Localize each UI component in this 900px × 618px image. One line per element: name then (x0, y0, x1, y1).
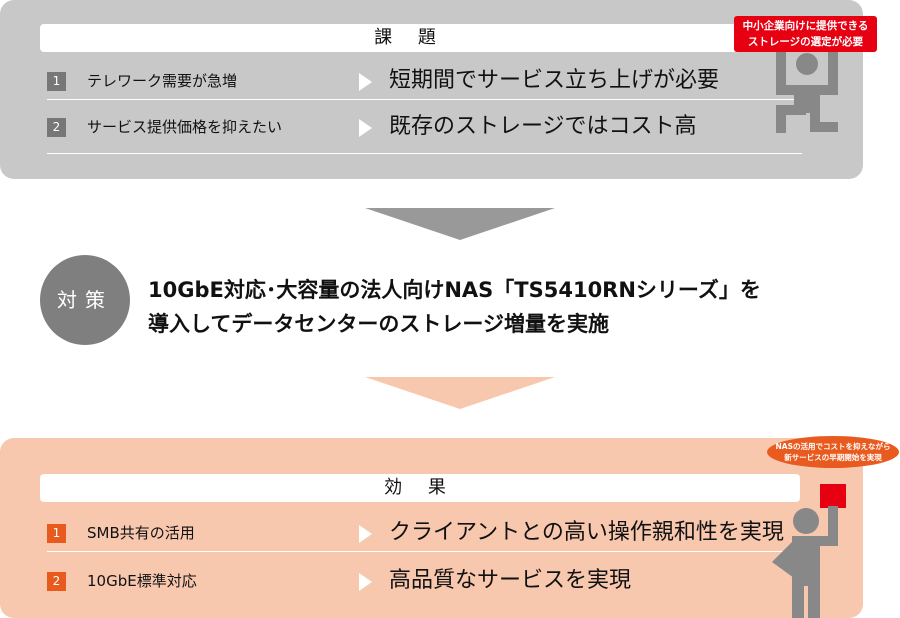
arrow-right-icon (359, 119, 372, 137)
down-arrow-icon (365, 377, 555, 409)
arrow-right-icon (359, 73, 372, 91)
issue-panel: 課 題 1 テレワーク需要が急増 短期間でサービス立ち上げが必要 2 サービス提… (0, 0, 877, 179)
down-arrow-icon (365, 208, 555, 240)
row-result: 短期間でサービス立ち上げが必要 (389, 68, 720, 93)
arrow-right-icon (359, 525, 372, 543)
row-number: 1 (47, 72, 66, 91)
effect-panel: 効 果 1 SMB共有の活用 クライアントとの高い操作親和性を実現 2 10Gb… (0, 438, 863, 618)
issue-title: 課 題 (40, 24, 780, 52)
divider (47, 153, 802, 154)
issue-callout: 中小企業向けに提供できる ストレージの選定が必要 (734, 16, 877, 52)
callout-line: ストレージの選定が必要 (747, 36, 864, 48)
effect-title: 効 果 (40, 474, 800, 502)
effect-callout: NASの活用でコストを抑えながら 新サービスの早期開始を実現 (767, 436, 899, 468)
row-label: SMB共有の活用 (87, 524, 195, 542)
measure-badge: 対策 (40, 255, 130, 345)
struggling-person-icon (776, 50, 838, 133)
row-number: 2 (47, 572, 66, 591)
row-number: 1 (47, 524, 66, 543)
success-person-icon (772, 484, 846, 618)
row-result: 高品質なサービスを実現 (389, 568, 632, 593)
row-result: 既存のストレージではコスト高 (389, 114, 697, 139)
issue-row: 2 サービス提供価格を抑えたい 既存のストレージではコスト高 (47, 110, 802, 154)
measure-line: 10GbE対応･大容量の法人向けNAS「TS5410RNシリーズ」を (148, 278, 761, 302)
row-label: テレワーク需要が急増 (87, 72, 238, 90)
row-label: サービス提供価格を抑えたい (87, 118, 283, 136)
divider (47, 99, 802, 100)
issue-row: 1 テレワーク需要が急増 短期間でサービス立ち上げが必要 (47, 64, 802, 100)
row-number: 2 (47, 118, 66, 137)
effect-row: 2 10GbE標準対応 高品質なサービスを実現 (47, 564, 802, 600)
effect-row: 1 SMB共有の活用 クライアントとの高い操作親和性を実現 (47, 516, 802, 552)
arrow-right-icon (359, 573, 372, 591)
callout-line: NASの活用でコストを抑えながら (775, 442, 891, 451)
measure-line: 導入してデータセンターのストレージ増量を実施 (148, 312, 609, 336)
callout-line: 新サービスの早期開始を実現 (784, 453, 882, 462)
divider (47, 551, 802, 552)
row-result: クライアントとの高い操作親和性を実現 (389, 520, 784, 545)
callout-line: 中小企業向けに提供できる (742, 20, 869, 32)
row-label: 10GbE標準対応 (87, 572, 197, 590)
